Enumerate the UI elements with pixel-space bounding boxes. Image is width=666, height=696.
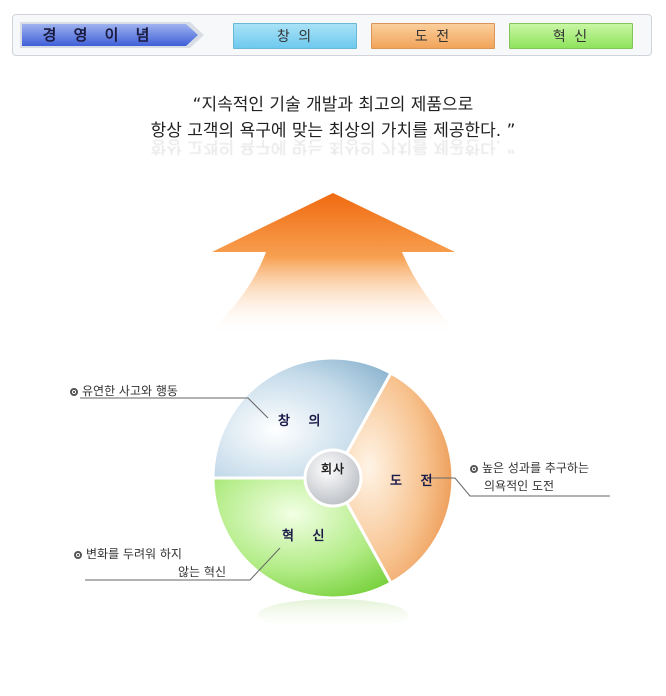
callout-line-challenge bbox=[430, 477, 610, 497]
callout-line-innovation bbox=[85, 547, 281, 581]
quote-line-2: 항상 고객의 욕구에 맞는 최상의 가치를 제공한다. ” bbox=[150, 121, 516, 141]
callout-innovation-text-2: 않는 혁신 bbox=[178, 565, 226, 579]
bullet-icon bbox=[74, 551, 82, 559]
quote-line-1: “지속적인 기술 개발과 최고의 제품으로 bbox=[192, 95, 474, 115]
callout-challenge: 높은 성과를 추구하는 의욕적인 도전 bbox=[470, 459, 589, 495]
callout-challenge-text-1: 높은 성과를 추구하는 bbox=[482, 461, 589, 475]
tab-creativity[interactable]: 창 의 bbox=[233, 23, 357, 49]
main-tab-label: 경 영 이 념 bbox=[42, 26, 156, 44]
callout-innovation-text-1: 변화를 두려워 하지 bbox=[86, 547, 182, 561]
segment-label-challenge: 도 전 bbox=[390, 474, 440, 489]
tab-innovation[interactable]: 혁 신 bbox=[509, 23, 633, 49]
callout-innovation: 변화를 두려워 하지 않는 혁신 bbox=[74, 545, 234, 581]
bullet-icon bbox=[470, 465, 478, 473]
callout-line-creativity bbox=[80, 397, 269, 419]
segment-creativity[interactable] bbox=[211, 356, 394, 480]
upward-arrow bbox=[206, 193, 460, 335]
segment-innovation[interactable] bbox=[211, 476, 394, 600]
bullet-icon bbox=[70, 388, 78, 396]
main-tab-philosophy[interactable]: 경 영 이 념 bbox=[20, 22, 205, 48]
callout-creativity: 유연한 사고와 행동 bbox=[70, 382, 178, 400]
callout-challenge-text-2: 의욕적인 도전 bbox=[484, 479, 555, 493]
segment-label-creativity: 창 의 bbox=[278, 414, 328, 429]
center-label: 회사 bbox=[320, 462, 346, 476]
callout-creativity-text: 유연한 사고와 행동 bbox=[82, 384, 178, 398]
center-hub bbox=[303, 448, 363, 508]
diagram-reflection bbox=[258, 599, 408, 631]
segment-label-innovation: 혁 신 bbox=[282, 529, 332, 544]
main-tab-shape bbox=[20, 22, 204, 48]
tab-challenge[interactable]: 도 전 bbox=[371, 23, 495, 49]
